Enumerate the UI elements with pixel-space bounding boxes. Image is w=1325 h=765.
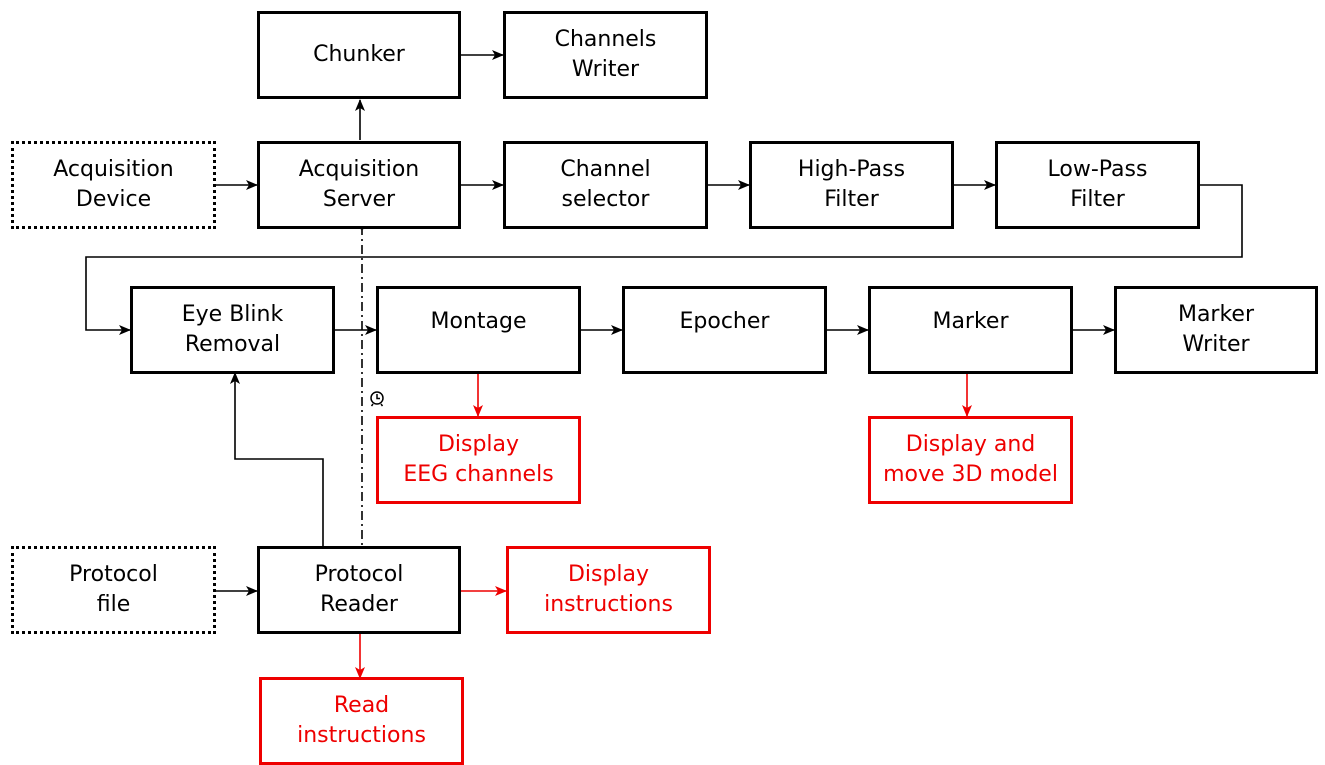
node-protocol-file: Protocol file: [11, 546, 216, 634]
edge-lowpass-to-eyeblink: [85, 184, 1243, 335]
node-eye-blink-removal-label: Eye Blink Removal: [181, 302, 284, 357]
node-acquisition-device-label: Acquisition Device: [53, 157, 174, 212]
node-protocol-reader-label: Protocol Reader: [314, 562, 404, 617]
node-marker-label: Marker: [932, 309, 1009, 334]
node-display-eeg-channels: Display EEG channels: [376, 416, 581, 504]
node-marker-writer: Marker Writer: [1114, 286, 1318, 374]
node-display-instructions-label: Display instructions: [544, 562, 673, 617]
node-montage: Montage: [376, 286, 581, 374]
node-high-pass-filter: High-Pass Filter: [749, 141, 954, 229]
node-display-3d-model-label: Display and move 3D model: [883, 432, 1058, 487]
node-marker: Marker: [868, 286, 1073, 374]
node-channel-selector-label: Channel selector: [560, 157, 651, 212]
node-display-instructions: Display instructions: [506, 546, 711, 634]
node-epocher: Epocher: [622, 286, 827, 374]
node-display-eeg-channels-label: Display EEG channels: [403, 432, 554, 487]
node-marker-writer-label: Marker Writer: [1177, 302, 1255, 357]
node-acquisition-server: Acquisition Server: [257, 141, 461, 229]
node-read-instructions: Read instructions: [259, 677, 464, 765]
node-low-pass-filter-label: Low-Pass Filter: [1047, 157, 1148, 212]
node-eye-blink-removal: Eye Blink Removal: [130, 286, 335, 374]
node-channel-selector: Channel selector: [503, 141, 708, 229]
node-montage-label: Montage: [430, 309, 527, 334]
node-chunker-label: Chunker: [313, 42, 405, 67]
node-display-3d-model: Display and move 3D model: [868, 416, 1073, 504]
node-protocol-reader: Protocol Reader: [257, 546, 461, 634]
node-high-pass-filter-label: High-Pass Filter: [797, 157, 906, 212]
node-acquisition-server-label: Acquisition Server: [298, 157, 420, 212]
node-protocol-file-label: Protocol file: [69, 562, 158, 617]
node-low-pass-filter: Low-Pass Filter: [995, 141, 1200, 229]
node-epocher-label: Epocher: [679, 309, 770, 334]
node-chunker: Chunker: [257, 11, 461, 99]
node-channels-writer-label: Channels Writer: [554, 27, 657, 82]
node-read-instructions-label: Read instructions: [297, 693, 426, 748]
node-acquisition-device: Acquisition Device: [11, 141, 216, 229]
clock-icon: [370, 391, 384, 407]
node-channels-writer: Channels Writer: [503, 11, 708, 99]
edge-reader-to-eyeblink: [230, 372, 324, 547]
